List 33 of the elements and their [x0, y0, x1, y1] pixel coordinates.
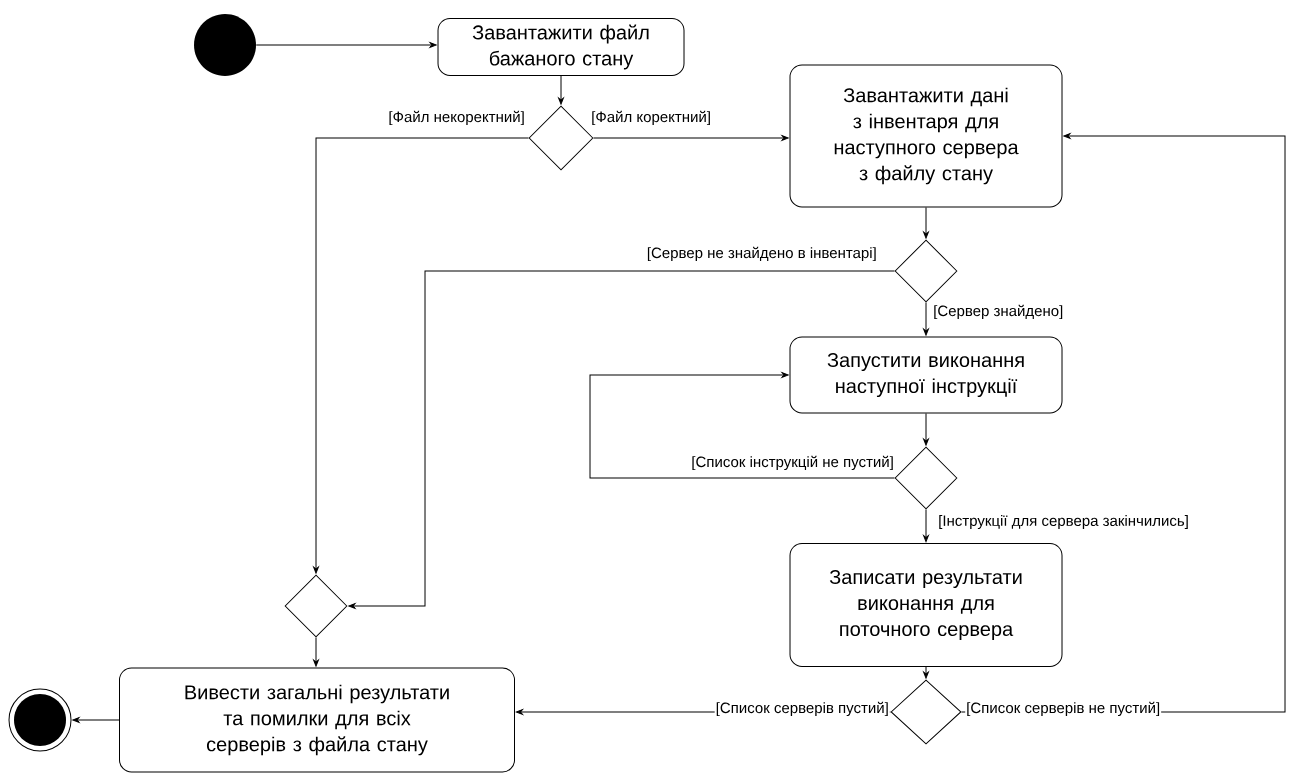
action-box: Запустити виконання наступної інструкції: [789, 336, 1063, 414]
action-box: Завантажити файл бажаного стану: [437, 18, 685, 76]
arrow: [589, 372, 895, 479]
arrow: [72, 717, 120, 723]
edge-label: [Список серверів не пустий]: [965, 700, 1162, 718]
action-box: Записати результати виконання для поточного сервера: [789, 543, 1063, 667]
arrow: [593, 135, 789, 141]
action-box: Вивести загальні результати та помилки для всіх серверів з файла стану: [119, 667, 515, 773]
decision-diamond: [894, 446, 958, 510]
arrow: [255, 42, 437, 48]
decision-diamond: [890, 679, 962, 745]
action-box: Завантажити дані з інвентаря для наступного сервера з файлу стану: [789, 64, 1063, 208]
arrow: [923, 302, 929, 336]
start-node: [194, 14, 256, 76]
edge-label: [Список інструкцій не пустий]: [690, 454, 895, 472]
arrow: [923, 666, 929, 679]
arrow: [923, 413, 929, 446]
arrow: [923, 509, 929, 543]
arrow: [923, 207, 929, 239]
arrow: [313, 637, 319, 667]
edge-label: [Інструкції для сервера закінчились]: [937, 514, 1190, 530]
decision-diamond: [528, 105, 594, 171]
end-node: [8, 688, 72, 752]
edge-label: [Сервер не знайдено в інвентарі]: [645, 245, 878, 263]
edge-label: [Сервер знайдено]: [932, 303, 1065, 321]
decision-diamond: [284, 574, 348, 638]
arrow: [348, 270, 895, 609]
edge-label: [Список серверів пустий]: [714, 700, 890, 718]
edge-label: [Файл некоректний]: [387, 109, 526, 127]
arrow: [558, 75, 564, 105]
arrow: [313, 137, 529, 574]
decision-diamond: [894, 239, 958, 303]
edge-label: [Файл коректний]: [590, 109, 712, 127]
